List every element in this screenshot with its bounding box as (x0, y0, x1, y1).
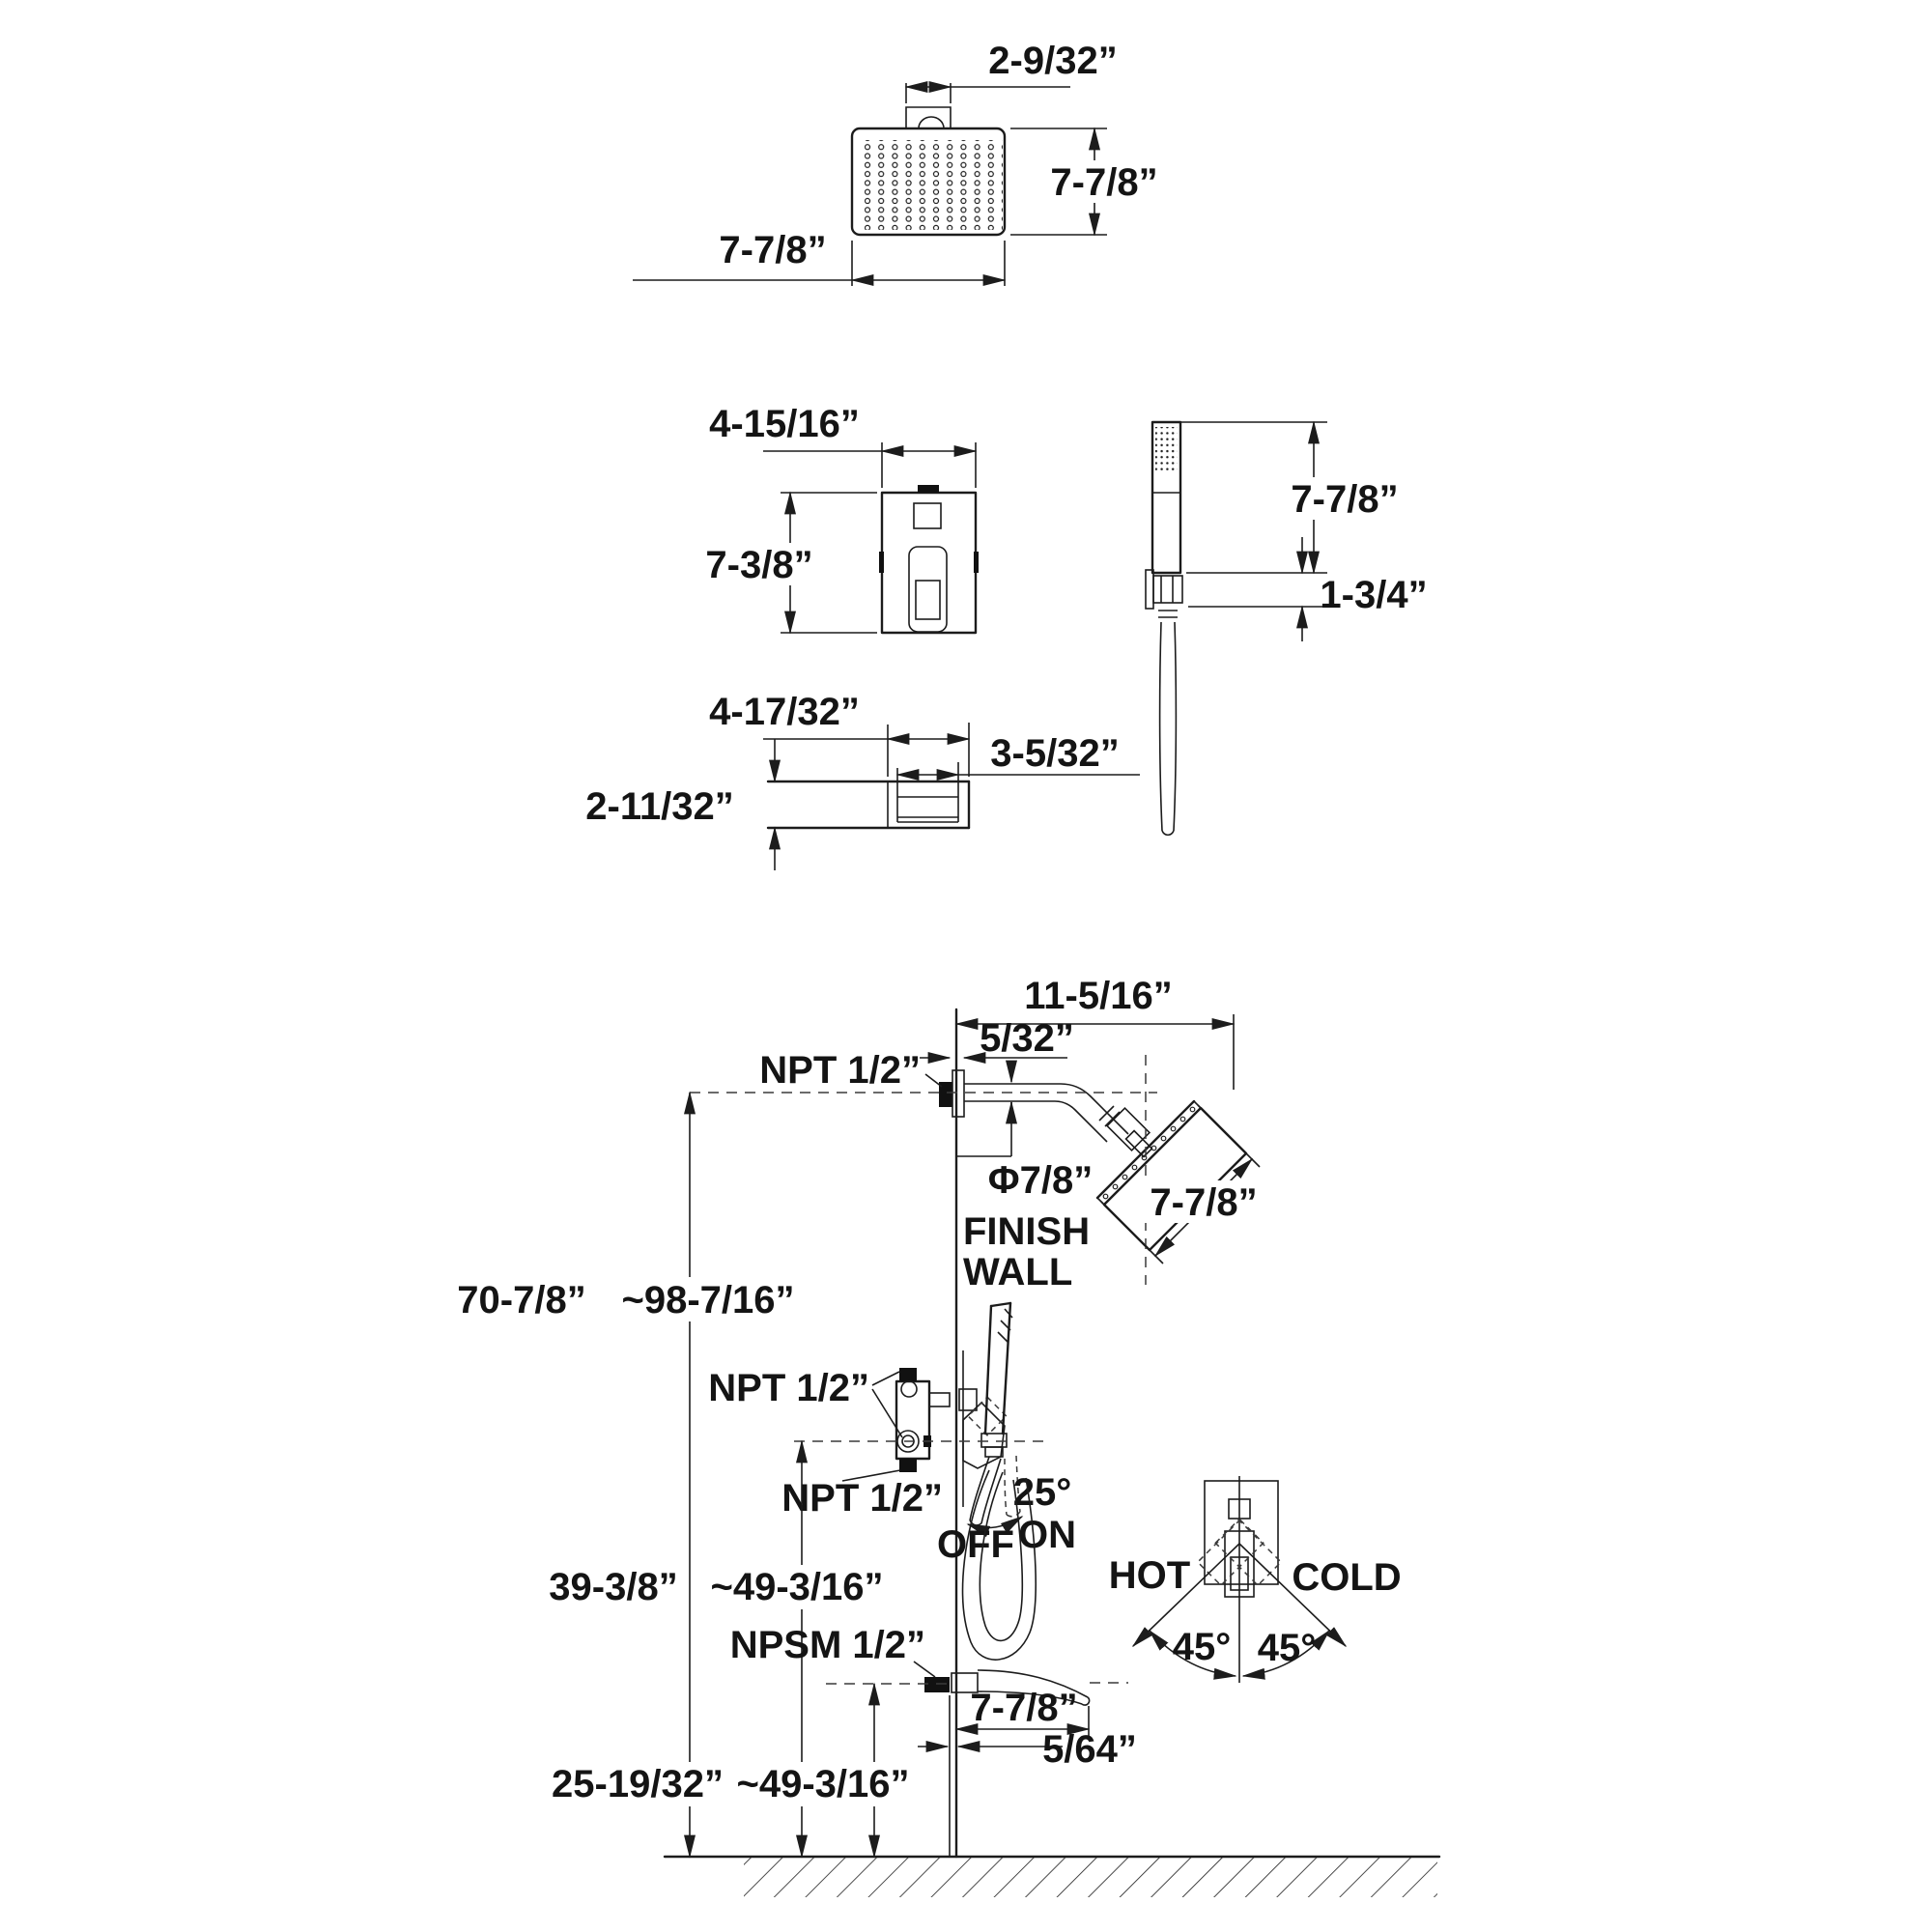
label-spout-thread: NPSM 1/2” (730, 1624, 925, 1666)
label-finish-wall-1: FINISH (963, 1210, 1090, 1253)
dim-label-wand-height: 7-7/8” (1291, 478, 1398, 521)
label-handle-off: OFF (937, 1523, 1014, 1566)
label-handle-on: ON (1018, 1514, 1076, 1556)
dim-label-arm-reach: 11-5/16” (1024, 975, 1172, 1017)
dim-label-spout-height: 2-11/32” (585, 785, 733, 828)
dim-label-head-depth: 7-7/8” (1050, 161, 1157, 204)
dim-label-holder-height: 1-3/4” (1320, 574, 1427, 616)
dim-label-spout-height-min: 25-19/32” (552, 1763, 724, 1805)
installed-tub-spout (924, 1669, 1091, 1706)
dim-label-head-height-min: 70-7/8” (457, 1279, 585, 1321)
dim-label-valve-width: 4-15/16” (709, 403, 860, 445)
dim-label-spout-length: 4-17/32” (709, 691, 860, 733)
installed-shower-head (1095, 1099, 1248, 1252)
label-valve-thread-bottom: NPT 1/2” (781, 1477, 943, 1520)
installation-view: 11-5/16” 5/32” NPT 1/2” Φ7/8” FINISH WAL… (457, 975, 1441, 1897)
ground-hatch (744, 1858, 1437, 1897)
dim-label-head-width: 7-7/8” (719, 229, 826, 271)
valve-front-view: 4-15/16” 7-3/8” (697, 403, 979, 635)
dim-label-mount-width: 2-9/32” (988, 40, 1117, 82)
handshower-hose (1158, 621, 1163, 832)
dim-label-valve-height: 7-3/8” (705, 544, 812, 586)
dim-label-head-height-max: ~98-7/16” (621, 1279, 794, 1321)
dim-label-spout-opening: 3-5/32” (990, 732, 1119, 775)
dim-label-valve-height-max: ~49-3/16” (710, 1566, 883, 1608)
label-handle-angle: 25° (1013, 1471, 1072, 1514)
label-hot: HOT (1109, 1554, 1190, 1597)
dim-label-arm-wall-offset: 5/32” (980, 1017, 1074, 1060)
showerhead-top-view: 2-9/32” 7-7/8” 7-7/8” (633, 40, 1167, 286)
dim-label-spout-height-max: ~49-3/16” (736, 1763, 909, 1805)
dim-label-spout-reach: 7-7/8” (970, 1687, 1077, 1729)
dim-label-head-face-width: 7-7/8” (1150, 1181, 1257, 1224)
docked-handshower (980, 1301, 1013, 1458)
spray-nozzle-grid (865, 140, 1003, 230)
handshower-side-view: 7-7/8” 1-3/4” (1145, 420, 1428, 837)
dim-label-rotate-left: 45° (1173, 1626, 1232, 1668)
handle-rotation-detail: 45° 45° HOT COLD (1109, 1476, 1402, 1683)
dim-label-rotate-right: 45° (1258, 1627, 1317, 1669)
handshower-spray-face (1155, 427, 1178, 473)
installed-shower-arm (939, 1069, 1153, 1158)
label-arm-thread: NPT 1/2” (759, 1049, 921, 1092)
label-valve-thread-top: NPT 1/2” (708, 1367, 869, 1409)
label-cold: COLD (1292, 1556, 1401, 1599)
dim-label-arm-diameter: Φ7/8” (988, 1159, 1093, 1202)
handshower-hose-loop (961, 1469, 1037, 1661)
tub-spout-view: 4-17/32” 3-5/32” 2-11/32” (585, 691, 1140, 870)
dim-label-valve-height-min: 39-3/8” (549, 1566, 677, 1608)
label-finish-wall-2: WALL (963, 1251, 1072, 1293)
dim-label-spout-wall-offset: 5/64” (1042, 1728, 1137, 1771)
